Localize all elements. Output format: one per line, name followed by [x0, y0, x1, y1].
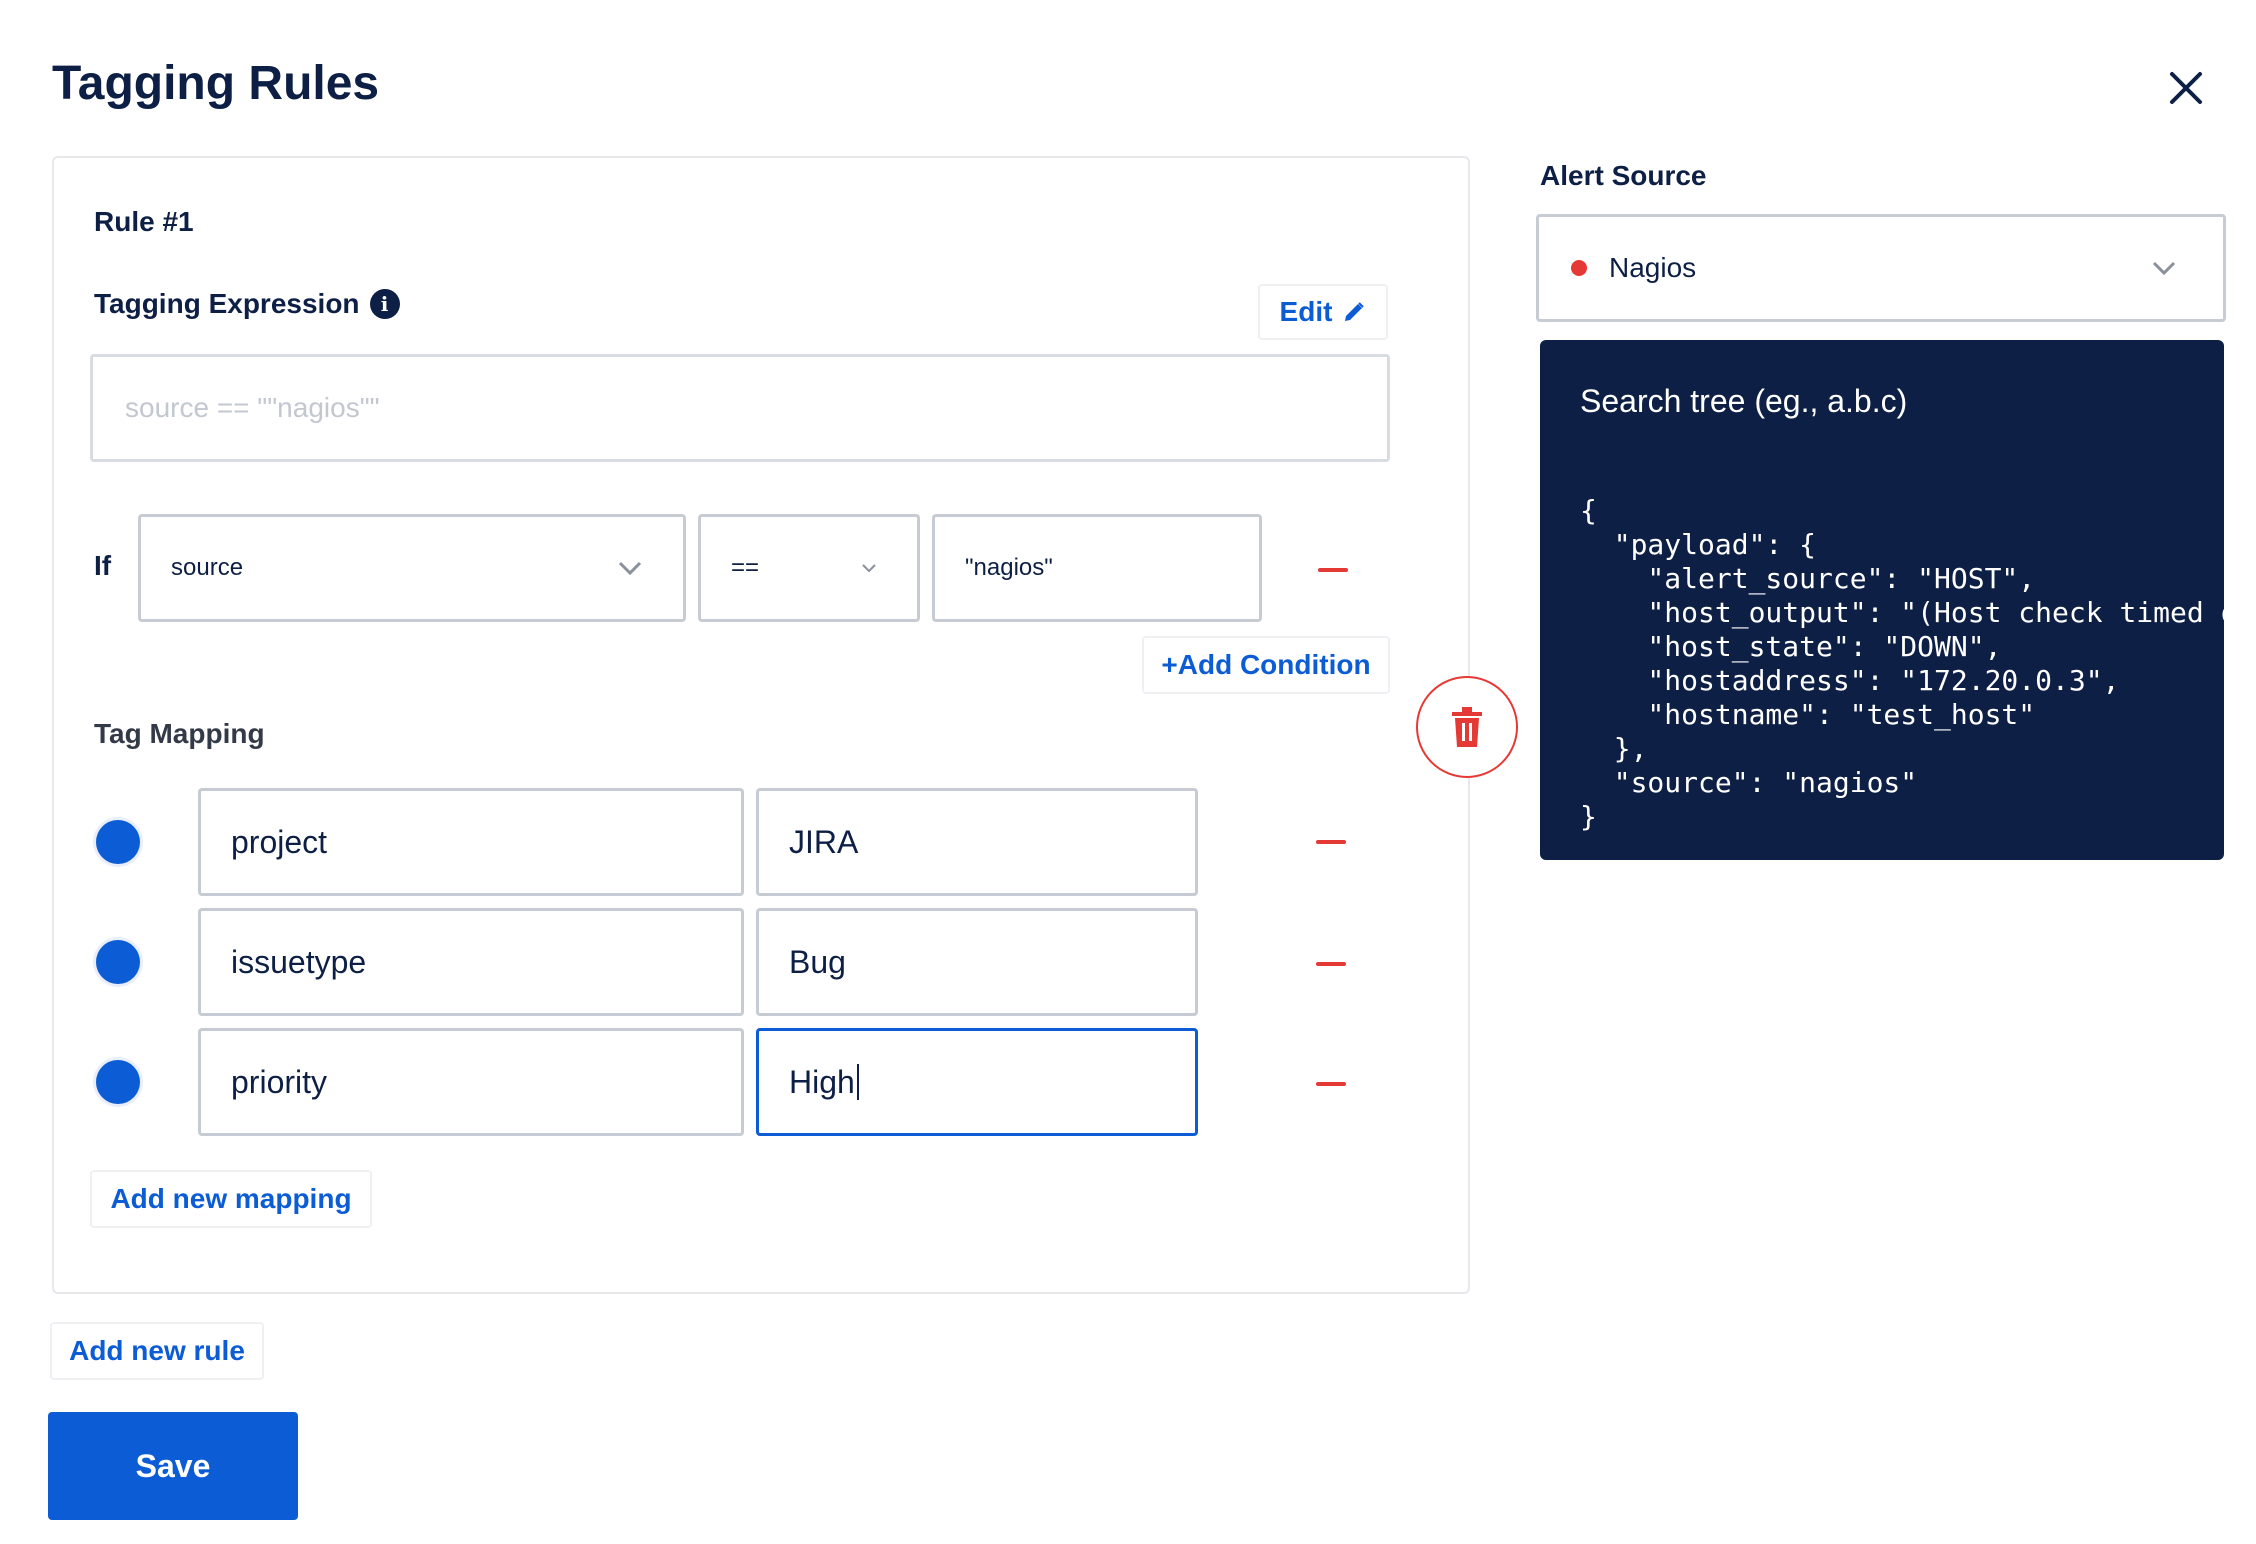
- mapping-value-text: JIRA: [789, 823, 859, 860]
- mapping-value-text: Bug: [789, 943, 846, 980]
- condition-value-text: "nagios": [965, 554, 1053, 581]
- mapping-value-input[interactable]: JIRA: [756, 788, 1198, 896]
- json-line: "alert_source": "HOST",: [1580, 562, 2036, 595]
- drag-handle-icon[interactable]: [96, 820, 140, 864]
- json-line: "payload": {: [1580, 528, 1817, 561]
- trash-icon: [1452, 707, 1482, 747]
- remove-condition-icon[interactable]: [1318, 568, 1348, 572]
- condition-field-value: source: [171, 554, 244, 581]
- mapping-key-text: issuetype: [231, 943, 367, 980]
- close-icon[interactable]: [2160, 62, 2212, 114]
- mapping-key-input[interactable]: priority: [198, 1028, 744, 1136]
- if-label: If: [94, 550, 112, 581]
- mapping-key-input[interactable]: project: [198, 788, 744, 896]
- remove-mapping-icon[interactable]: [1316, 962, 1346, 966]
- tagging-expression-label: Tagging Expression i: [94, 288, 400, 320]
- add-new-mapping-button[interactable]: Add new mapping: [90, 1170, 372, 1228]
- json-line: "hostaddress": "172.20.0.3",: [1580, 664, 2120, 697]
- drag-handle-icon[interactable]: [96, 940, 140, 984]
- mapping-value-input[interactable]: Bug: [756, 908, 1198, 1016]
- condition-field-select[interactable]: source: [138, 514, 686, 622]
- drag-handle-icon[interactable]: [96, 1060, 140, 1104]
- tagging-expression-label-text: Tagging Expression: [94, 288, 360, 319]
- tagging-expression-input[interactable]: [90, 354, 1390, 462]
- json-line: "hostname": "test_host": [1580, 698, 2036, 731]
- condition-operator-select[interactable]: ==: [698, 514, 920, 622]
- alert-source-select[interactable]: Nagios: [1536, 214, 2226, 322]
- chevron-down-icon: [2152, 261, 2176, 276]
- condition-value-input[interactable]: "nagios": [932, 514, 1262, 622]
- save-button[interactable]: Save: [48, 1412, 298, 1520]
- tree-search-input[interactable]: [1580, 376, 2180, 426]
- alert-source-value: Nagios: [1609, 252, 1697, 283]
- payload-json: { "payload": { "alert_source": "HOST", "…: [1580, 460, 2224, 860]
- remove-mapping-icon[interactable]: [1316, 840, 1346, 844]
- rule-title: Rule #1: [94, 206, 194, 237]
- mapping-value-input[interactable]: High: [756, 1028, 1198, 1136]
- mapping-key-input[interactable]: issuetype: [198, 908, 744, 1016]
- json-line: "host_state": "DOWN",: [1580, 630, 2002, 663]
- condition-operator-value: ==: [731, 554, 760, 581]
- edit-button-label: Edit: [1279, 296, 1333, 327]
- mapping-key-text: project: [231, 823, 328, 860]
- json-line: },: [1580, 732, 1648, 765]
- delete-rule-button[interactable]: [1416, 676, 1518, 778]
- alert-source-label: Alert Source: [1540, 160, 1707, 191]
- edit-expression-button[interactable]: Edit: [1258, 284, 1388, 340]
- pencil-icon: [1345, 302, 1365, 321]
- mapping-key-text: priority: [231, 1063, 328, 1100]
- add-new-rule-button[interactable]: Add new rule: [50, 1322, 264, 1380]
- payload-tree-panel: { "payload": { "alert_source": "HOST", "…: [1540, 340, 2224, 860]
- info-icon[interactable]: i: [369, 289, 400, 319]
- chevron-down-icon: [862, 564, 876, 573]
- json-line: "host_output": "(Host check timed ou: [1580, 596, 2224, 629]
- tag-mapping-label: Tag Mapping: [94, 718, 265, 749]
- add-condition-button[interactable]: +Add Condition: [1142, 636, 1390, 694]
- mapping-value-text: High: [789, 1063, 855, 1100]
- page-title: Tagging Rules: [52, 57, 380, 110]
- text-caret: [856, 1064, 859, 1100]
- status-dot: [1571, 260, 1587, 276]
- json-line: }: [1580, 800, 1597, 833]
- chevron-down-icon: [618, 561, 642, 576]
- json-line: "source": "nagios": [1580, 766, 1918, 799]
- json-line: {: [1580, 494, 1597, 527]
- remove-mapping-icon[interactable]: [1316, 1082, 1346, 1086]
